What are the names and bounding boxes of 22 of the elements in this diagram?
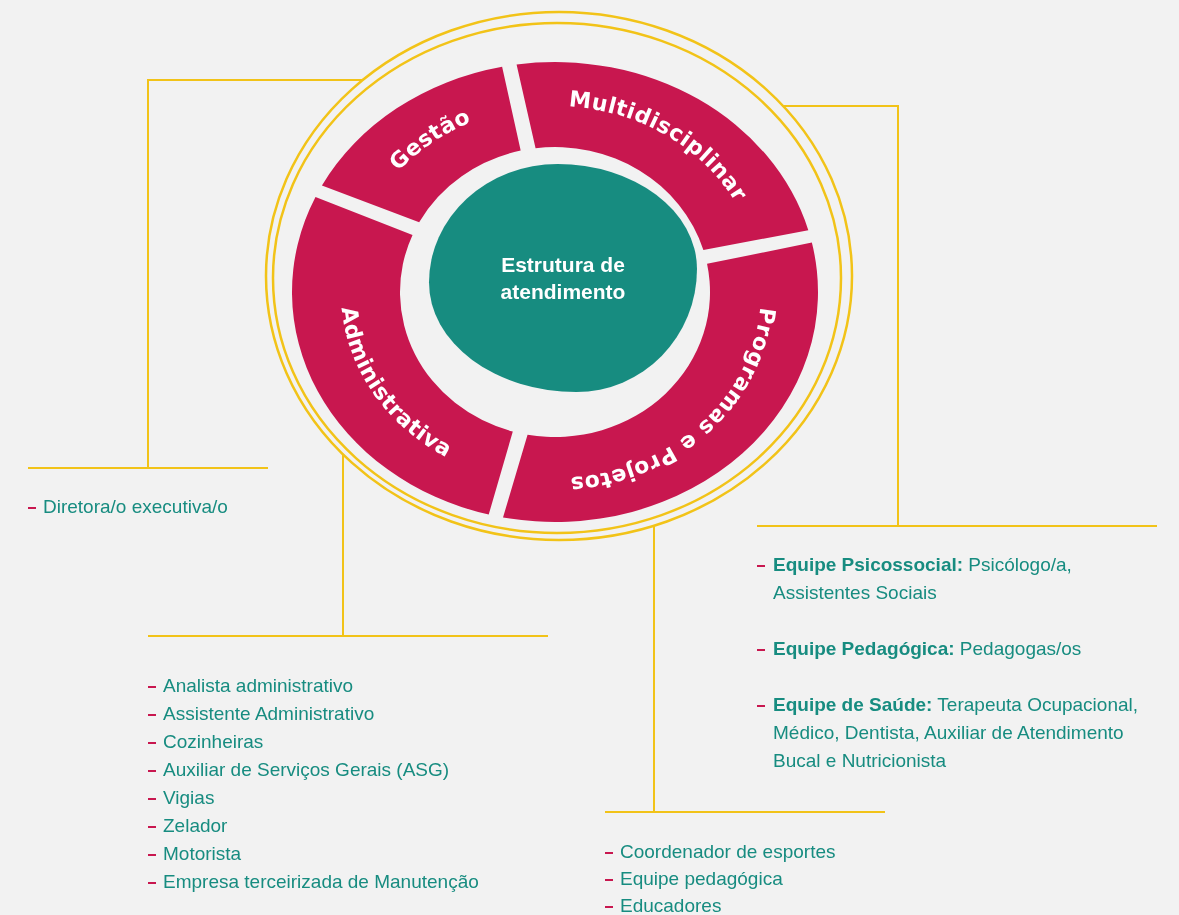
list-item-text: Equipe Psicossocial: Psicólogo/a, Assistentes Sociais: [773, 554, 1072, 603]
connector-line: [782, 105, 899, 526]
connector-line: [147, 79, 364, 468]
list-item-text: Empresa terceirizada de Manutenção: [163, 871, 479, 892]
list-item-text: Vigias: [163, 787, 215, 808]
list-item-text: Equipe Pedagógica: Pedagogas/os: [773, 638, 1082, 659]
list-item-text: Educadores: [620, 895, 722, 915]
list-item-text: Coordenador de esportes: [620, 841, 836, 862]
list-item-text: Zelador: [163, 815, 228, 836]
list-item-text: Analista administrativo: [163, 675, 354, 696]
connector-line: [342, 453, 344, 636]
center-label: Estrutura de atendimento: [499, 251, 627, 305]
list-item-text: Equipe pedagógica: [620, 868, 783, 889]
list-item-text: Auxiliar de Serviços Gerais (ASG): [163, 759, 450, 780]
list-item-text: Assistente Administrativo: [163, 703, 375, 724]
ring-segment: [503, 242, 818, 522]
ring-segment: [321, 66, 521, 223]
list-item-text: Equipe de Saúde: Terapeuta Ocupacional, Médico, Dentista, Auxiliar de Atendimento Bucal e Nutricionista: [773, 694, 1139, 771]
list-item-text: Diretora/o executiva/o: [43, 496, 228, 517]
ring-segment: [516, 62, 809, 251]
list-item-text: Motorista: [163, 843, 242, 864]
list-item-text: Cozinheiras: [163, 731, 264, 752]
